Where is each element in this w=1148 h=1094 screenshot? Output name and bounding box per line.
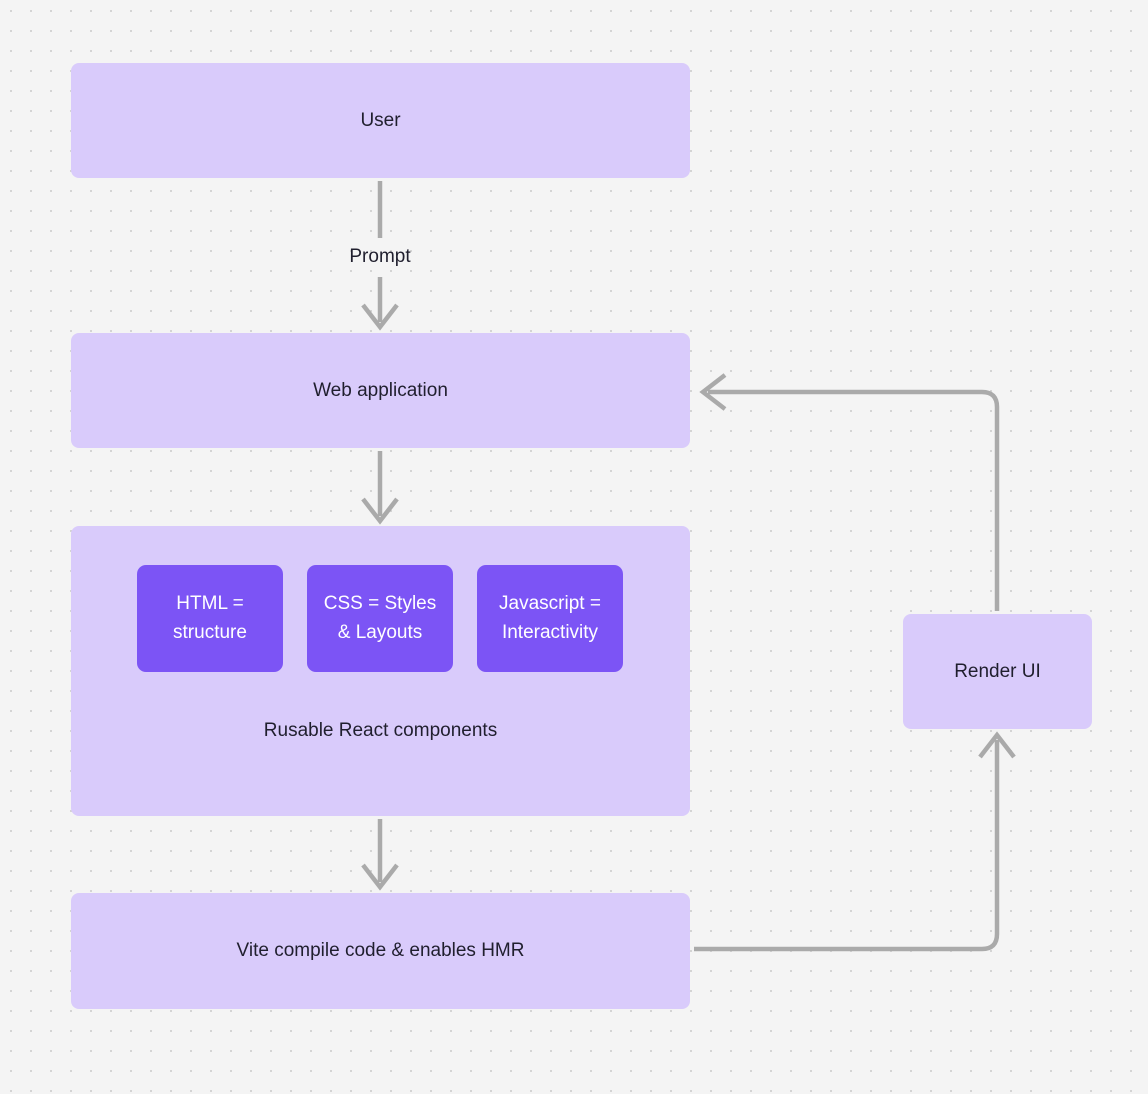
- node-web-application[interactable]: Web application: [71, 333, 690, 448]
- node-html-label: HTML = structure: [173, 593, 247, 643]
- edge-label-prompt: Prompt: [349, 246, 411, 267]
- node-render-ui[interactable]: Render UI: [903, 614, 1092, 729]
- edge-webapp-to-components: [361, 451, 399, 525]
- react-components-row: HTML = structure CSS = Styles & Layouts …: [137, 565, 623, 672]
- node-javascript[interactable]: Javascript = Interactivity: [477, 565, 623, 672]
- node-css-label: CSS = Styles & Layouts: [323, 593, 437, 643]
- node-react-components-group[interactable]: HTML = structure CSS = Styles & Layouts …: [71, 526, 690, 816]
- node-web-application-label: Web application: [313, 379, 448, 401]
- node-vite-label: Vite compile code & enables HMR: [236, 940, 525, 962]
- node-javascript-label: Javascript = Interactivity: [499, 593, 601, 643]
- edge-components-to-vite: [361, 819, 399, 891]
- node-html[interactable]: HTML = structure: [137, 565, 283, 672]
- node-user[interactable]: User: [71, 63, 690, 178]
- react-components-caption: Rusable React components: [263, 720, 498, 741]
- node-user-label: User: [360, 109, 401, 131]
- edge-render-to-webapp: [699, 373, 1000, 611]
- edge-vite-to-render: [694, 731, 1016, 952]
- node-vite[interactable]: Vite compile code & enables HMR: [71, 893, 690, 1009]
- node-render-ui-label: Render UI: [954, 660, 1041, 682]
- node-css[interactable]: CSS = Styles & Layouts: [307, 565, 453, 672]
